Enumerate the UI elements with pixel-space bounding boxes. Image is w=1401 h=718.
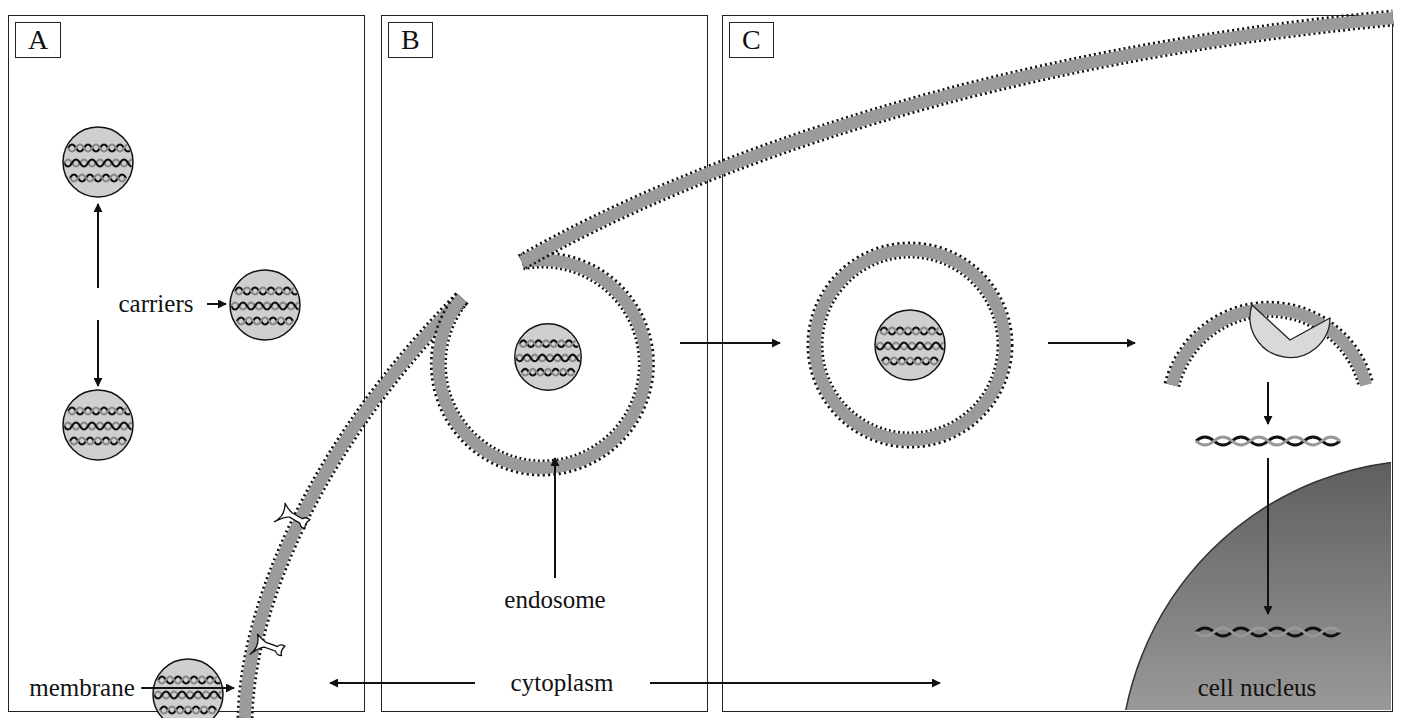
panel-letter: C: [729, 22, 774, 58]
panel-letter: A: [15, 22, 61, 58]
text-label: cell nucleus: [1198, 673, 1317, 703]
panel-letter: B: [388, 22, 433, 58]
text-label: membrane: [23, 673, 141, 703]
text-label: cytoplasm: [505, 668, 620, 698]
panel-box: A: [8, 15, 365, 712]
text-label: endosome: [504, 585, 605, 615]
text-label: carriers: [113, 289, 200, 319]
